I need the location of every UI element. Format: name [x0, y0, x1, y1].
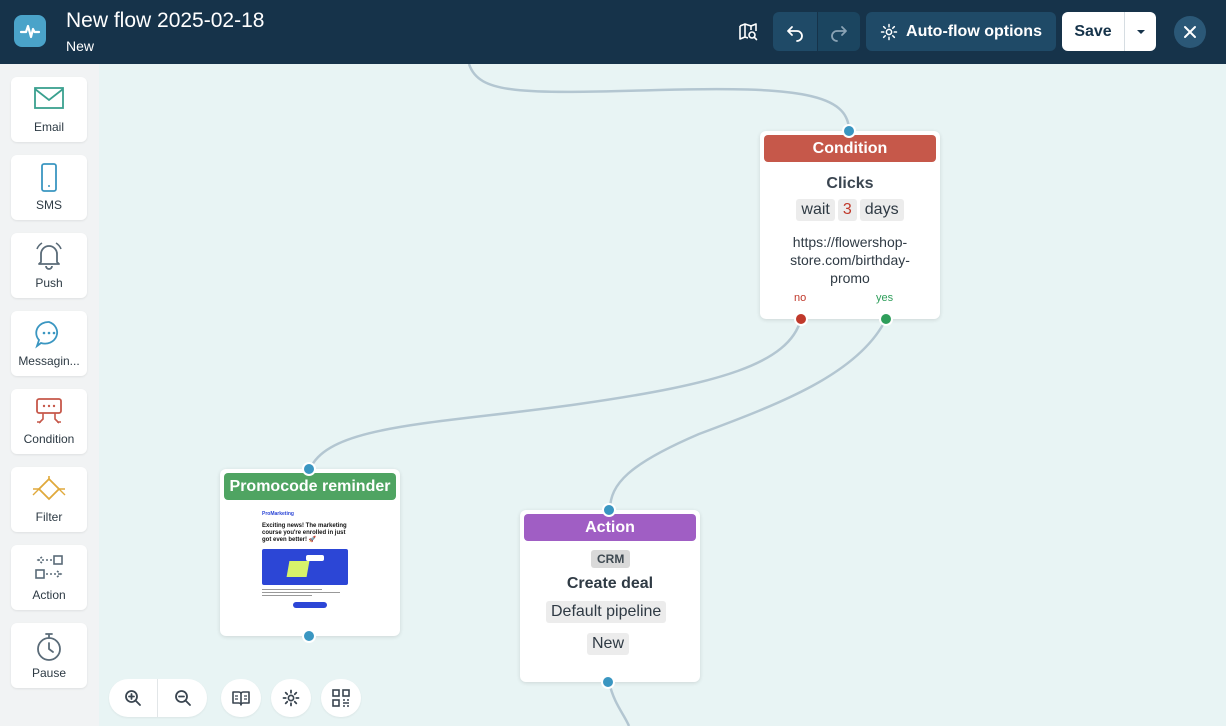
connector-action-out — [607, 681, 631, 726]
filter-icon — [32, 476, 66, 501]
sidebar-item-email[interactable]: Email — [11, 77, 87, 142]
sidebar-item-label: Action — [32, 588, 66, 602]
thumbnail-illustration — [262, 549, 348, 585]
redo-button[interactable] — [818, 12, 860, 51]
auto-flow-options-button[interactable]: Auto-flow options — [866, 12, 1056, 51]
sidebar-item-pause[interactable]: Pause — [11, 623, 87, 688]
condition-yes-port[interactable] — [879, 312, 893, 326]
thumbnail-heading: Exciting news! The marketing course you'… — [262, 523, 347, 543]
crm-badge: CRM — [591, 550, 631, 568]
promo-output-port[interactable] — [302, 629, 316, 643]
thumbnail-body-lines — [262, 589, 342, 596]
sidebar-item-messaging[interactable]: Messagin... — [11, 311, 87, 376]
email-node-header: Promocode reminder — [224, 473, 396, 500]
email-node-promocode-reminder[interactable]: Promocode reminder ProMarketing Exciting… — [220, 462, 400, 643]
save-split-button[interactable]: Save — [1062, 12, 1156, 51]
book-icon — [232, 691, 250, 706]
stopwatch-icon — [37, 633, 61, 661]
flow-status: New — [66, 38, 95, 54]
stage-chip: New — [587, 633, 630, 655]
bell-icon — [36, 242, 62, 270]
condition-title: Clicks — [826, 175, 874, 192]
top-bar: New flow 2025-02-18 New Auto-flow option… — [0, 0, 1226, 64]
condition-no-port[interactable] — [794, 312, 808, 326]
grid-layout-icon — [332, 689, 350, 707]
sidebar-item-filter[interactable]: Filter — [11, 467, 87, 532]
action-title: Create deal — [566, 575, 654, 592]
sidebar-item-push[interactable]: Push — [11, 233, 87, 298]
condition-node[interactable]: Condition Clicks wait 3 days https://flo… — [760, 124, 940, 326]
condition-input-port[interactable] — [842, 124, 856, 138]
condition-url: https://flowershop-store.com/birthday-pr… — [790, 234, 910, 286]
mail-icon — [34, 87, 64, 109]
sidebar-item-label: SMS — [35, 198, 62, 212]
guide-button[interactable] — [221, 679, 261, 717]
condition-node-header: Condition — [764, 135, 936, 162]
phone-icon — [41, 163, 57, 192]
sidebar-item-label: Email — [33, 120, 64, 134]
sidebar-item-label: Filter — [35, 510, 63, 524]
wait-unit: days — [859, 199, 904, 221]
chevron-down-icon — [1136, 29, 1145, 34]
gear-icon — [282, 689, 300, 707]
sidebar-item-label: Condition — [23, 432, 75, 446]
action-node-create-deal[interactable]: Action CRM Create deal Default pipeline … — [520, 503, 700, 689]
close-button[interactable] — [1174, 16, 1206, 48]
map-search-icon — [739, 22, 758, 40]
condition-icon — [36, 398, 62, 424]
undo-button[interactable] — [773, 12, 817, 51]
thumbnail-cta — [293, 602, 327, 608]
pipeline-chip: Default pipeline — [546, 601, 667, 623]
wait-row: wait 3 days — [760, 199, 940, 221]
save-dropdown-button[interactable] — [1125, 12, 1156, 51]
zoom-controls — [109, 679, 207, 717]
wait-word: wait — [796, 199, 835, 221]
map-search-button[interactable] — [730, 12, 766, 51]
zoom-out-button[interactable] — [158, 679, 207, 717]
settings-button[interactable] — [271, 679, 311, 717]
auto-flow-options-label: Auto-flow options — [906, 22, 1042, 40]
sidebar-item-label: Pause — [31, 666, 67, 680]
no-branch-label: no — [794, 292, 807, 304]
close-icon — [1184, 26, 1196, 38]
zoom-in-icon — [125, 690, 141, 706]
flow-canvas[interactable]: Condition Clicks wait 3 days https://flo… — [99, 64, 1226, 726]
sidebar-item-condition[interactable]: Condition — [11, 389, 87, 454]
connector-no-to-promo — [308, 318, 803, 470]
blocks-sidebar: Email SMS Push Messagin... Condition Fil… — [0, 64, 99, 726]
sidebar-item-label: Messagin... — [18, 354, 80, 368]
chat-bubble-icon — [35, 321, 58, 349]
action-node-header: Action — [524, 514, 696, 541]
yes-branch-label: yes — [876, 292, 894, 304]
redo-icon — [831, 25, 847, 42]
pulse-icon — [19, 24, 41, 39]
app-logo — [14, 15, 46, 47]
save-button[interactable]: Save — [1062, 12, 1125, 51]
connector-top-to-condition — [467, 64, 851, 132]
layout-button[interactable] — [321, 679, 361, 717]
action-icon — [35, 555, 63, 579]
sidebar-item-label: Push — [35, 276, 63, 290]
gear-icon — [880, 23, 898, 40]
zoom-in-button[interactable] — [109, 679, 158, 717]
promo-input-port[interactable] — [302, 462, 316, 476]
sidebar-item-action[interactable]: Action — [11, 545, 87, 610]
wait-value: 3 — [837, 199, 857, 221]
sidebar-item-sms[interactable]: SMS — [11, 155, 87, 220]
email-preview-thumbnail: ProMarketing Exciting news! The marketin… — [262, 511, 358, 629]
connector-yes-to-action — [608, 318, 888, 511]
action-output-port[interactable] — [601, 675, 615, 689]
thumbnail-brand: ProMarketing — [262, 511, 294, 517]
flow-title[interactable]: New flow 2025-02-18 — [66, 9, 265, 32]
zoom-out-icon — [174, 690, 191, 706]
undo-icon — [787, 25, 803, 42]
action-input-port[interactable] — [602, 503, 616, 517]
